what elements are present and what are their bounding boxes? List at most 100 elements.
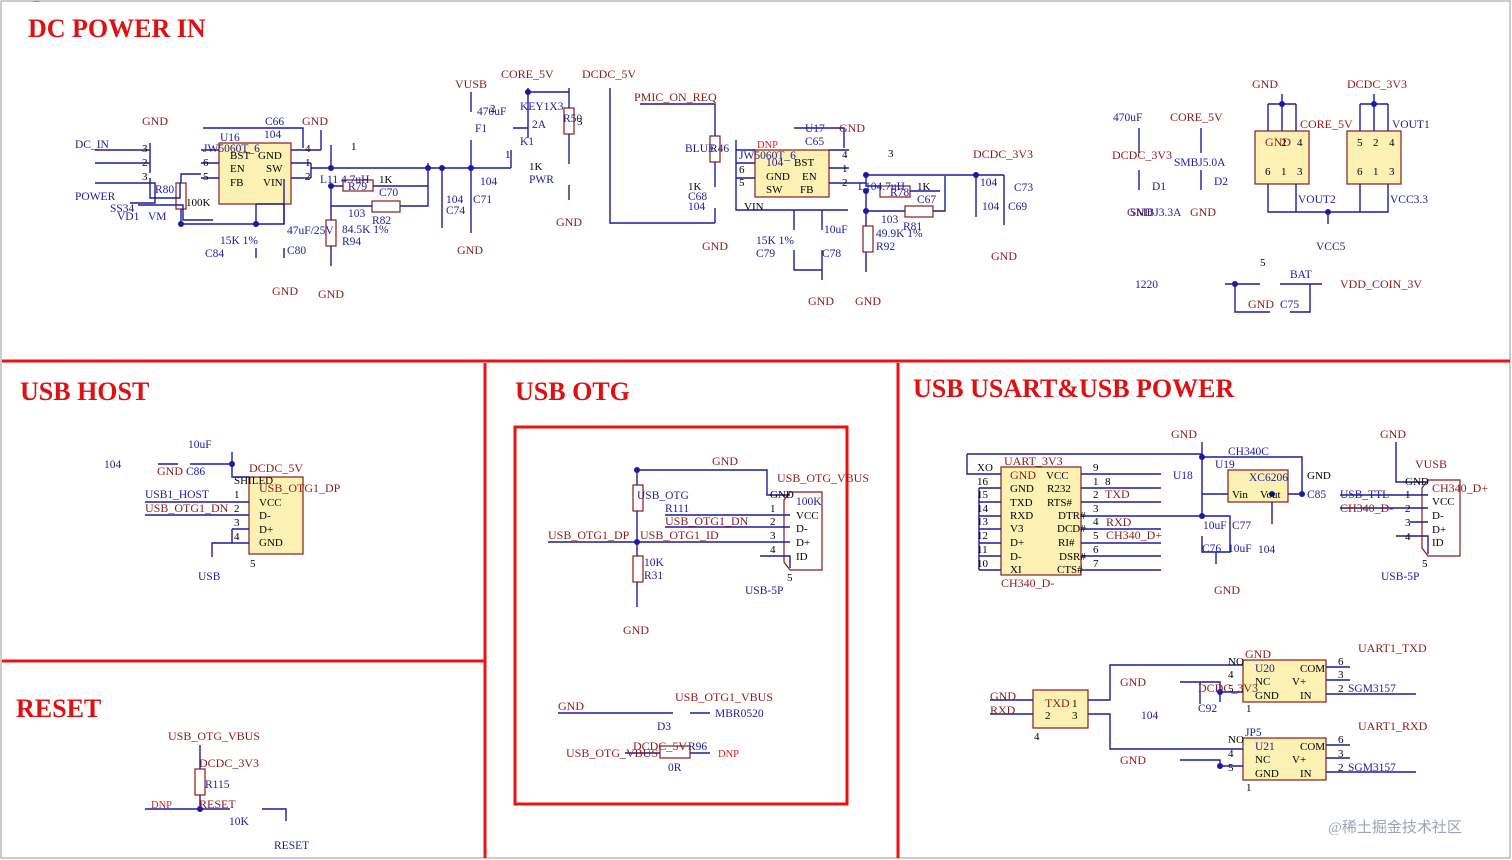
schematic-label: 4: [1297, 137, 1303, 149]
schematic-label: DNP: [718, 749, 739, 760]
schematic-label: EN: [230, 163, 245, 175]
schematic-label: R31: [644, 570, 663, 582]
schematic-label: JW5060T_6: [203, 143, 260, 155]
schematic-label: USB-5P: [745, 585, 783, 597]
schematic-label: DCD#: [1057, 523, 1086, 535]
schematic-label: CH340C: [1228, 446, 1269, 458]
section-title-usb-host: USB HOST: [20, 377, 149, 406]
schematic-label: GND: [1190, 205, 1216, 219]
r115: [194, 768, 206, 796]
schematic-label: D-: [1432, 510, 1444, 522]
schematic-label: 5: [1260, 257, 1266, 269]
schematic-label: R94: [342, 236, 361, 248]
schematic-label: USB_OTG_VBUS: [777, 471, 869, 485]
schematic-label: D+: [1432, 524, 1446, 536]
schematic-label: IN: [1300, 690, 1312, 702]
schematic-label: NC: [1255, 676, 1270, 688]
schematic-label: C74: [446, 205, 465, 217]
schematic-label: 1: [234, 489, 240, 501]
schematic-label: R50: [563, 113, 582, 125]
schematic-label: GND: [1255, 690, 1279, 702]
schematic-label: GND: [1307, 470, 1331, 482]
schematic-label: GND: [702, 239, 728, 253]
schematic-label: 3: [770, 530, 776, 542]
schematic-label: 3: [888, 148, 894, 160]
schematic-label: XO: [977, 462, 993, 474]
schematic-label: F1: [475, 123, 487, 135]
schematic-label: D+: [259, 524, 273, 536]
schematic-label: GND: [457, 243, 483, 257]
schematic-label: GND: [855, 294, 881, 308]
schematic-label: CORE_5V: [1170, 110, 1223, 124]
schematic-label: 2: [305, 171, 311, 183]
schematic-label: GND: [990, 689, 1016, 703]
schematic-label: VCC: [259, 497, 282, 509]
ic-u16: [218, 142, 292, 205]
schematic-label: 1: [505, 149, 511, 161]
schematic-label: 4: [234, 531, 240, 543]
schematic-label: USB_OTG_VBUS: [566, 746, 658, 760]
schematic-label: FB: [230, 177, 243, 189]
schematic-label: 2A: [532, 119, 547, 131]
schematic-label: FB: [800, 184, 813, 196]
schematic-label: DCDC_3V3: [1198, 681, 1258, 695]
schematic-label: POWER: [75, 191, 116, 203]
schematic-label: VUSB: [455, 77, 487, 91]
ic-jp5: [1032, 689, 1089, 729]
schematic-label: 6: [1265, 166, 1271, 178]
schematic-label: C68: [688, 191, 707, 203]
schematic-label: 104: [446, 194, 464, 206]
schematic-label: USB_OTG1_DN: [665, 514, 749, 528]
schematic-label: RESET: [274, 840, 309, 852]
schematic-label: 10uF: [188, 439, 212, 451]
schematic-label: 3: [1338, 748, 1344, 760]
schematic-label: JW5060T_6: [739, 150, 796, 162]
schematic-label: USB_OTG_VBUS: [168, 729, 260, 743]
schematic-label: DC_IN: [75, 139, 110, 151]
schematic-label: 1K: [379, 174, 393, 186]
schematic-label: 16: [977, 476, 989, 488]
schematic-label: GND: [318, 287, 344, 301]
schematic-label: 4: [842, 149, 848, 161]
schematic-label: UART_3V3: [1004, 454, 1063, 468]
schematic-label: SGM3157: [1348, 762, 1396, 774]
schematic-label: 1: [770, 503, 776, 515]
schematic-label: 3: [142, 143, 148, 155]
schematic-label: 11: [977, 544, 988, 556]
schematic-label: C69: [1008, 201, 1027, 213]
schematic-label: C70: [379, 187, 398, 199]
schematic-label: 104: [104, 459, 122, 471]
schematic-label: RESET: [199, 797, 236, 811]
schematic-label: 1: [1405, 489, 1411, 501]
schematic-label: D+: [796, 537, 810, 549]
schematic-label: 10K: [229, 816, 250, 828]
schematic-label: VD1: [117, 211, 140, 223]
schematic-label: 1: [1246, 782, 1252, 794]
schematic-label: DNP: [151, 800, 172, 811]
schematic-label: KEY1X3: [520, 101, 564, 113]
schematic-label: GND: [272, 284, 298, 298]
schematic-label: 1: [1093, 476, 1099, 488]
schematic-label: GND: [1248, 297, 1274, 311]
schematic-label: 10uF: [1228, 543, 1252, 555]
schematic-label: SW: [766, 184, 783, 196]
schematic-label: NC: [1255, 754, 1270, 766]
schematic-label: 6: [1093, 544, 1099, 556]
schematic-label: 10: [977, 558, 989, 570]
schematic-label: U19: [1215, 459, 1235, 471]
schematic-label: GND: [766, 171, 790, 183]
schematic-label: 4: [1389, 137, 1395, 149]
schematic-label: 1K: [688, 181, 702, 193]
schematic-label: U20: [1255, 663, 1275, 675]
schematic-label: 5: [1093, 530, 1099, 542]
schematic-label: GND: [1120, 753, 1146, 767]
schematic-label: R111: [665, 503, 689, 515]
schematic-label: C86: [186, 466, 205, 478]
schematic-label: XC6206: [1249, 472, 1288, 484]
schematic-label: 1: [842, 163, 848, 175]
schematic-label: 3: [1093, 503, 1099, 515]
schematic-label: GND: [259, 537, 283, 549]
schematic-label: 3: [1405, 517, 1411, 529]
schematic-label: GND: [1120, 675, 1146, 689]
